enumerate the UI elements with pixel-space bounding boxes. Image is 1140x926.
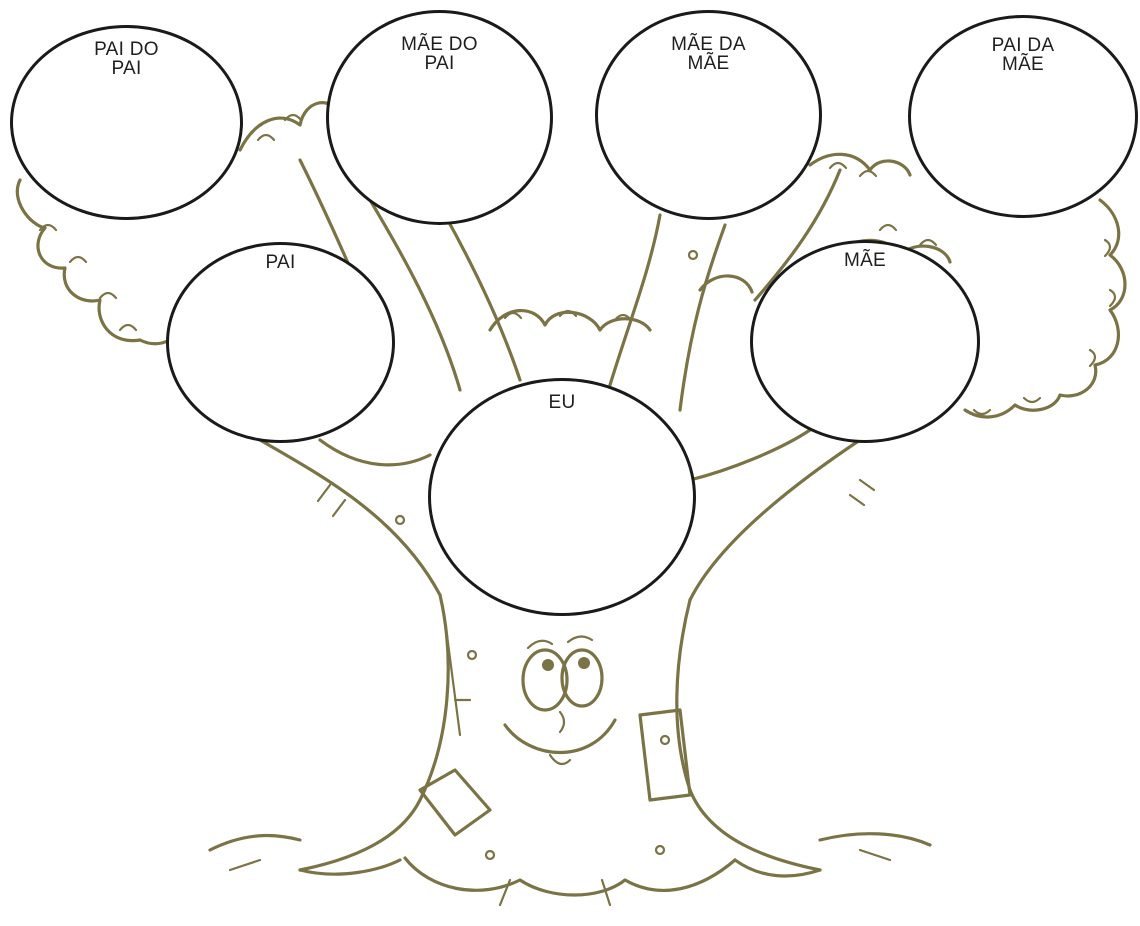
node-label: EU [548,392,576,413]
node-label: MÃE [843,250,887,271]
foliage-right [808,152,1127,419]
node-mae-do-pai[interactable]: MÃE DO PAI [326,10,553,225]
node-pai[interactable]: PAI [166,242,395,443]
node-pai-do-pai[interactable]: PAI DO PAI [10,25,243,220]
node-eu[interactable]: EU [428,378,696,616]
node-label: MÃE DO PAI [401,34,478,74]
foliage-middle [488,274,754,332]
node-pai-da-mae[interactable]: PAI DA MÃE [908,15,1138,218]
node-label: PAI [265,252,296,273]
node-mae[interactable]: MÃE [750,240,980,443]
node-label: PAI DO PAI [94,39,159,79]
tree-branches [258,158,876,602]
node-mae-da-mae[interactable]: MÃE DA MÃE [595,10,822,220]
node-label: PAI DA MÃE [991,35,1055,75]
tree-trunk [208,249,932,907]
node-label: MÃE DA MÃE [671,34,746,74]
